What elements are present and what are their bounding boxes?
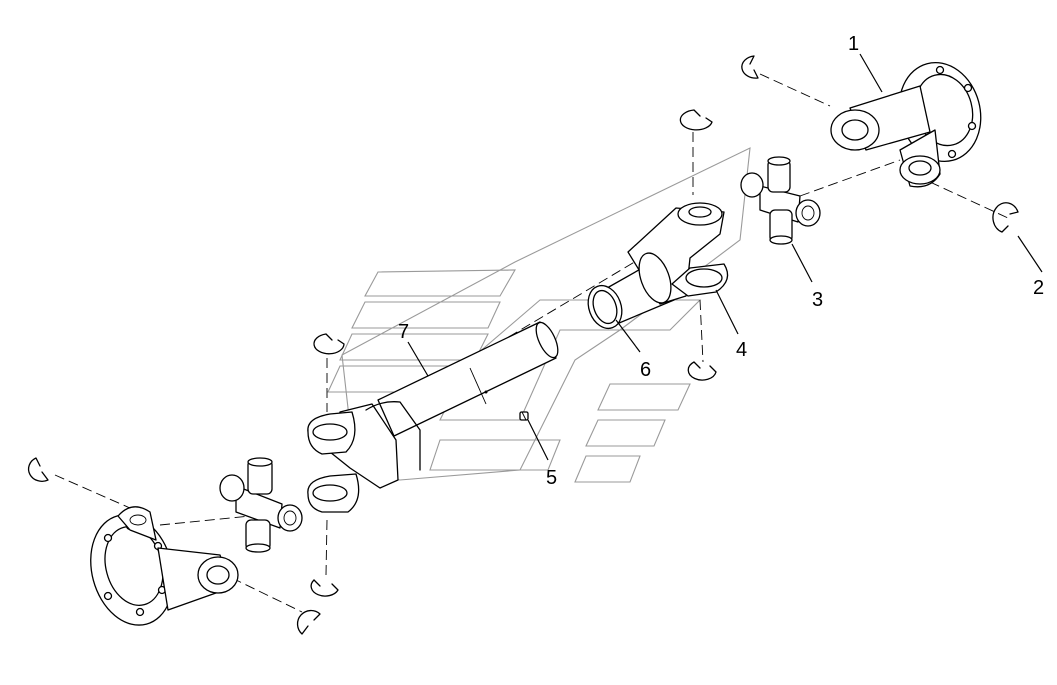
universal-joint-cross-left [219, 457, 303, 553]
flange-yoke-left [90, 506, 239, 626]
left-slip-yoke [307, 401, 421, 513]
leader-lines [407, 53, 1043, 461]
callout-1: 1 [848, 33, 859, 55]
tube-shaft [377, 321, 559, 437]
callout-6: 6 [640, 359, 651, 381]
shaft-hole [484, 390, 488, 394]
snap-ring-slip-bottom [310, 579, 339, 597]
snap-ring-left-bottom [296, 609, 321, 635]
snap-ring-right-outer [992, 202, 1019, 233]
callout-5: 5 [546, 467, 557, 489]
right-weld-yoke [627, 202, 729, 305]
snap-ring-slip-top [313, 333, 345, 355]
snap-rings [27, 55, 1019, 635]
snap-ring-yoke-bottom [687, 361, 717, 381]
callout-labels: 1 2 3 4 5 6 7 [398, 33, 1044, 489]
snap-ring-yoke-top [679, 109, 713, 131]
snap-ring-left-outer [27, 457, 49, 482]
snap-ring-right-top [741, 55, 759, 79]
flange-yoke-right [830, 61, 982, 188]
callout-7: 7 [398, 321, 409, 343]
grease-fitting [519, 411, 529, 421]
callout-2: 2 [1033, 277, 1044, 299]
callout-4: 4 [736, 339, 747, 361]
universal-joint-cross-right [740, 156, 821, 245]
callout-3: 3 [812, 289, 823, 311]
